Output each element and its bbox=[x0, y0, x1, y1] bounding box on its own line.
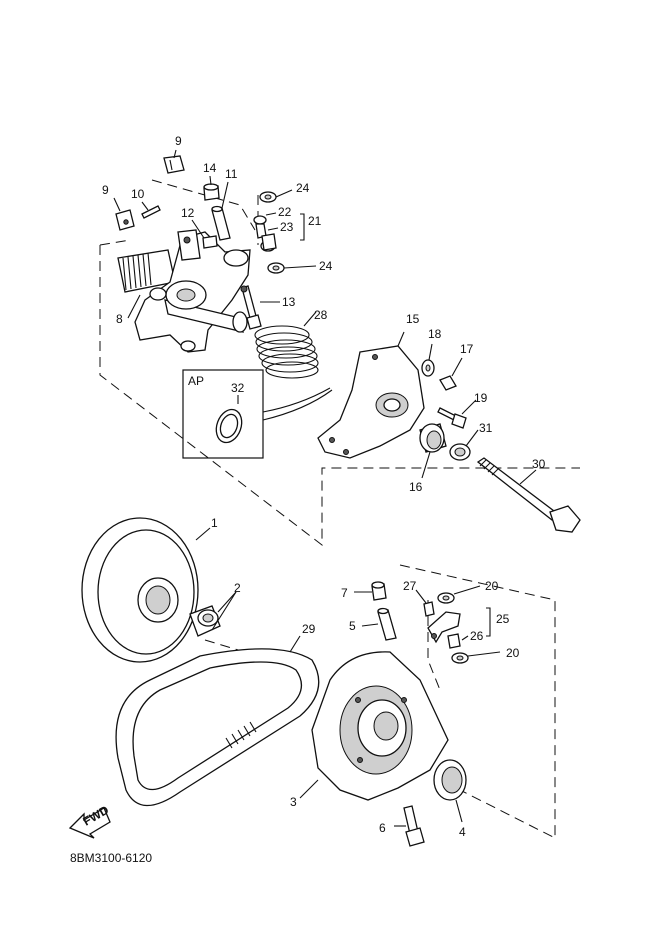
washer-18 bbox=[421, 343, 435, 377]
diagram-code: 8BM3100-6120 bbox=[70, 851, 152, 865]
callout-9a: 9 bbox=[175, 134, 182, 148]
callout-2: 2 bbox=[234, 581, 241, 595]
spider-cover-15 bbox=[317, 331, 425, 459]
washer-24-bottom bbox=[267, 262, 317, 274]
lower-reference-lines bbox=[204, 564, 556, 839]
callout-14: 14 bbox=[203, 161, 217, 175]
callout-31: 31 bbox=[479, 421, 493, 435]
collar-31 bbox=[449, 429, 479, 461]
bearing-4 bbox=[433, 759, 467, 823]
fwd-arrow-icon: FWD bbox=[68, 803, 111, 839]
callout-30: 30 bbox=[532, 457, 546, 471]
cap-9-top bbox=[163, 149, 185, 174]
bushing-7 bbox=[354, 581, 387, 601]
callout-4: 4 bbox=[459, 825, 466, 839]
callout-5: 5 bbox=[349, 619, 356, 633]
callout-9b: 9 bbox=[102, 183, 109, 197]
callout-22: 22 bbox=[278, 205, 292, 219]
callout-16: 16 bbox=[409, 480, 423, 494]
callout-25: 25 bbox=[496, 612, 510, 626]
weight-22-23 bbox=[253, 212, 279, 252]
callout-26: 26 bbox=[470, 629, 484, 643]
upper-reference-lines bbox=[99, 179, 580, 547]
callout-6: 6 bbox=[379, 821, 386, 835]
pin-10 bbox=[141, 201, 161, 219]
drive-belt-29 bbox=[115, 635, 320, 807]
bushing-14 bbox=[203, 175, 220, 201]
callout-15: 15 bbox=[406, 312, 420, 326]
roller-26 bbox=[447, 633, 469, 649]
washer-20-top bbox=[437, 585, 481, 604]
bracket-25 bbox=[486, 607, 491, 637]
primary-spider-assembly bbox=[117, 229, 251, 353]
washer-20-bottom bbox=[451, 651, 501, 664]
callout-20a: 20 bbox=[485, 579, 499, 593]
sliding-sheave-1 bbox=[81, 517, 211, 663]
callout-27: 27 bbox=[403, 579, 417, 593]
callout-21: 21 bbox=[308, 214, 322, 228]
callout-12: 12 bbox=[181, 206, 195, 220]
bolt-6 bbox=[394, 805, 425, 847]
callout-23: 23 bbox=[280, 220, 294, 234]
callout-3: 3 bbox=[290, 795, 297, 809]
bolt-19 bbox=[437, 399, 477, 429]
inset-label-ap: AP bbox=[188, 374, 204, 388]
spring-pin-12 bbox=[191, 219, 218, 249]
callout-10: 10 bbox=[131, 187, 145, 201]
callout-29: 29 bbox=[302, 622, 316, 636]
callout-11: 11 bbox=[225, 167, 238, 181]
ap-inset bbox=[182, 369, 333, 459]
bolt-13 bbox=[240, 285, 280, 330]
pin-5 bbox=[361, 607, 397, 641]
callout-24b: 24 bbox=[319, 259, 333, 273]
callout-32: 32 bbox=[231, 381, 245, 395]
spring-28 bbox=[254, 311, 319, 379]
fixed-sheave-3 bbox=[299, 651, 449, 801]
callout-8: 8 bbox=[116, 312, 123, 326]
bolt-17 bbox=[439, 357, 463, 391]
callout-17: 17 bbox=[460, 342, 474, 356]
callout-20b: 20 bbox=[506, 646, 520, 660]
callout-1: 1 bbox=[211, 516, 218, 530]
callout-13: 13 bbox=[282, 295, 296, 309]
callout-18: 18 bbox=[428, 327, 442, 341]
bushing-16 bbox=[419, 423, 447, 479]
callout-labels: 9 14 11 9 10 12 24 22 21 23 24 13 28 8 A… bbox=[102, 134, 546, 839]
callout-7: 7 bbox=[341, 586, 348, 600]
washer-24-top bbox=[259, 189, 293, 203]
callout-28: 28 bbox=[314, 308, 328, 322]
bolt-30 bbox=[476, 457, 581, 533]
pin-27 bbox=[415, 589, 435, 617]
bushing-2 bbox=[189, 591, 237, 637]
bracket-21 bbox=[300, 213, 305, 241]
arm-25 bbox=[427, 611, 461, 644]
shaft-11 bbox=[211, 181, 231, 241]
cap-9-left bbox=[113, 197, 135, 231]
callout-24a: 24 bbox=[296, 181, 310, 195]
callout-19: 19 bbox=[474, 391, 488, 405]
